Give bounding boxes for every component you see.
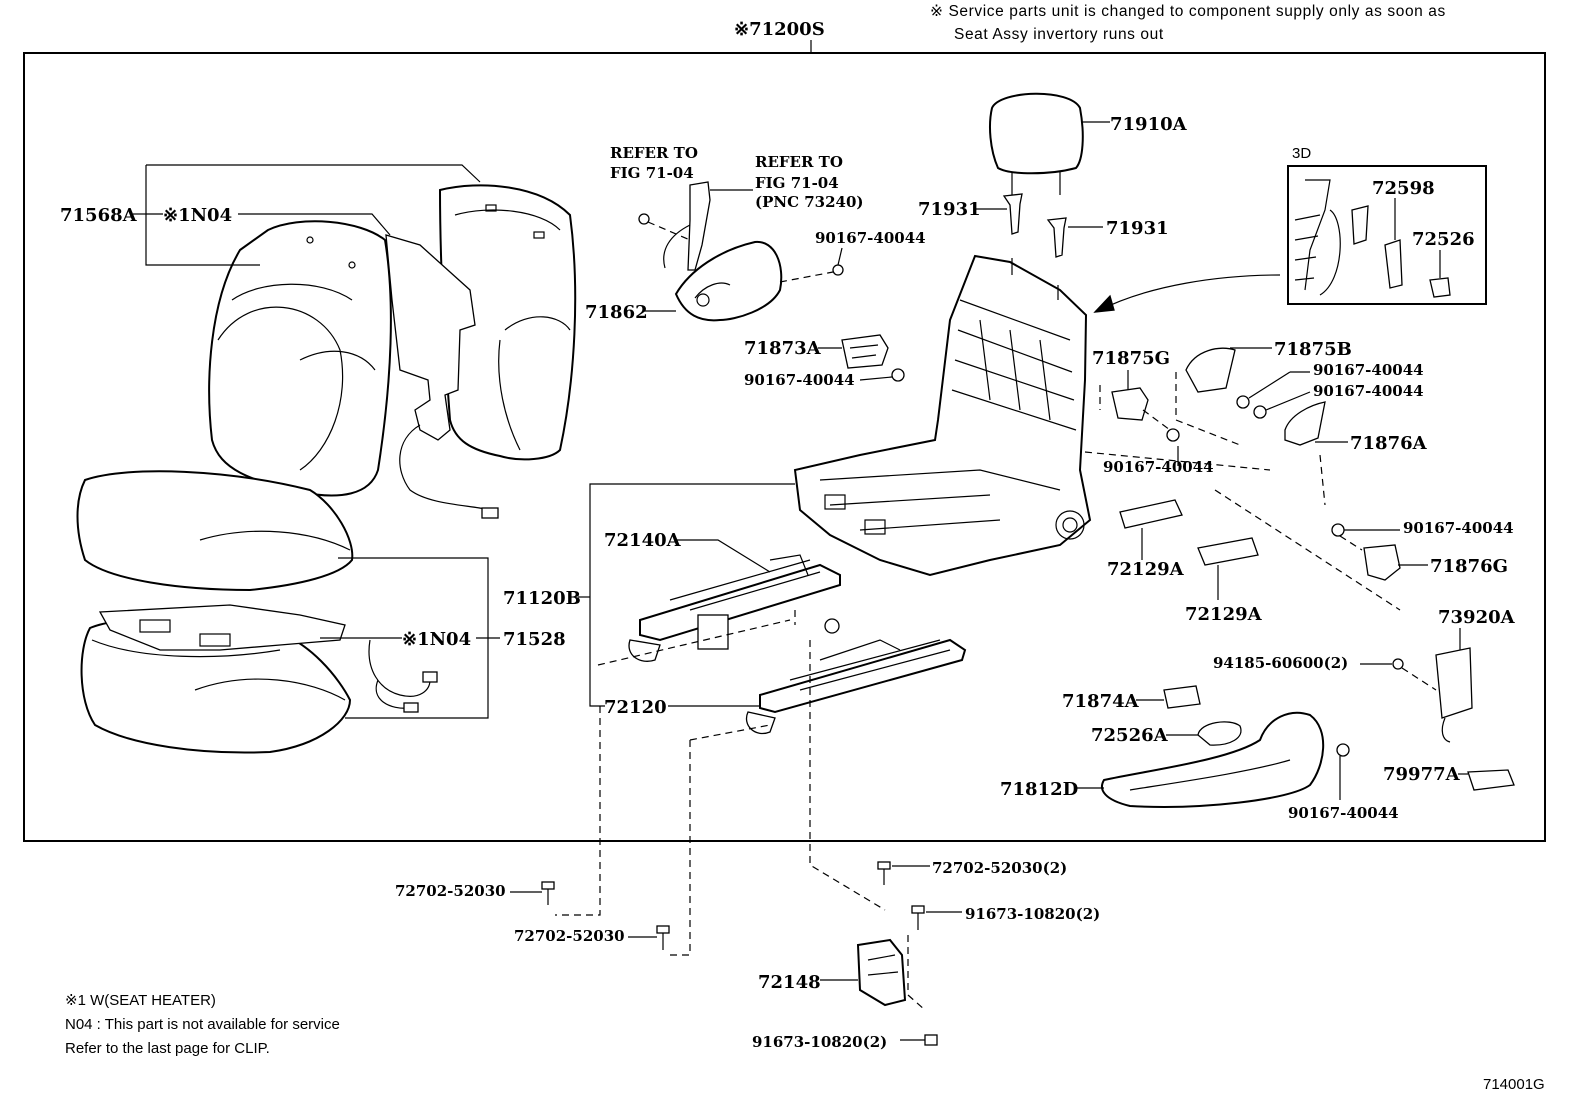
- service-note-line-1: ※ Service parts unit is changed to compo…: [930, 3, 1446, 20]
- cushion-heater-drawing: [98, 604, 438, 713]
- part-94185-60600: 94185-60600(2): [1213, 654, 1348, 672]
- seatback-cover-drawing: [208, 184, 577, 497]
- part-71931-a: 71931: [918, 199, 981, 220]
- part-71120B: 71120B: [503, 588, 581, 609]
- part-71528: 71528: [503, 629, 566, 650]
- part-71875G: 71875G: [1092, 348, 1170, 369]
- heater-note-n04-b: ※1N04: [402, 629, 471, 650]
- bolt-72702-b: [541, 881, 555, 905]
- part-72148: 72148: [758, 972, 821, 993]
- service-note-line-2: Seat Assy invertory runs out: [954, 26, 1164, 43]
- assembly-title: ※71200S: [734, 19, 825, 40]
- part-71876G: 71876G: [1430, 556, 1508, 577]
- bracket-71873A-drawing: [841, 334, 889, 369]
- part-90167-40044-e: 90167-40044: [1103, 458, 1214, 476]
- cover-72129A-a-drawing: [1119, 499, 1183, 529]
- label-79977A-drawing: [1467, 769, 1515, 791]
- seatbelt-buckle-drawing: [638, 181, 711, 271]
- part-90167-40044-g: 90167-40044: [1288, 804, 1399, 822]
- footnote-line-1: ※1 W(SEAT HEATER): [65, 992, 216, 1009]
- part-71862: 71862: [585, 302, 648, 323]
- part-90167-40044-c: 90167-40044: [1313, 361, 1424, 379]
- part-72702-52030-c: 72702-52030: [514, 927, 625, 945]
- bolt-91673-b: [924, 1034, 938, 1046]
- refer-b-line-2: FIG 71-04: [755, 174, 839, 192]
- shield-71876A-drawing: [1284, 401, 1326, 446]
- seat-frame-drawing: [793, 254, 1092, 577]
- part-72526A: 72526A: [1091, 725, 1169, 746]
- bolt-91673-a: [911, 905, 925, 930]
- part-71568A: 71568A: [60, 205, 138, 226]
- refer-a-line-1: REFER TO: [610, 144, 698, 162]
- footnote-line-3: Refer to the last page for CLIP.: [65, 1040, 270, 1057]
- part-91673-10820-b: 91673-10820(2): [752, 1033, 887, 1051]
- shield-71875G-drawing: [1111, 387, 1149, 421]
- armrest-71812D-drawing: [1101, 711, 1325, 808]
- headrest-support-a: [1002, 193, 1023, 235]
- heater-note-n04-a: ※1N04: [163, 205, 232, 226]
- seatback-heater-drawing: [385, 234, 499, 519]
- cover-72129A-b-drawing: [1197, 537, 1259, 566]
- part-71910A: 71910A: [1110, 114, 1188, 135]
- shield-71876G-drawing: [1363, 544, 1401, 581]
- inset-3d-drawing: [1294, 179, 1451, 298]
- part-90167-40044-d: 90167-40044: [1313, 382, 1424, 400]
- seat-track-72120-drawing: [745, 618, 967, 735]
- armrest-bracket-73920A-drawing: [1435, 647, 1473, 743]
- part-71874A: 71874A: [1062, 691, 1140, 712]
- refer-b-line-3: (PNC 73240): [755, 193, 864, 211]
- part-71875B: 71875B: [1274, 339, 1352, 360]
- assembly-frame: [23, 52, 1546, 842]
- part-71812D: 71812D: [1000, 779, 1078, 800]
- part-72526: 72526: [1412, 229, 1475, 250]
- part-73920A: 73920A: [1438, 607, 1516, 628]
- headrest-drawing: [989, 92, 1084, 195]
- part-72129A-b: 72129A: [1185, 604, 1263, 625]
- clip-71874A-drawing: [1163, 685, 1201, 709]
- part-72129A-a: 72129A: [1107, 559, 1185, 580]
- part-91673-10820-a: 91673-10820(2): [965, 905, 1100, 923]
- seat-cushion-drawing: [76, 470, 354, 754]
- figure-id: 714001G: [1483, 1076, 1545, 1093]
- inset-label-3d: 3D: [1292, 145, 1311, 162]
- part-90167-40044-f: 90167-40044: [1403, 519, 1514, 537]
- part-72598: 72598: [1372, 178, 1435, 199]
- part-71876A: 71876A: [1350, 433, 1428, 454]
- part-72702-52030-b: 72702-52030: [395, 882, 506, 900]
- shield-71875B-drawing: [1185, 347, 1236, 393]
- bolt-72702-c: [656, 925, 670, 950]
- refer-b-line-1: REFER TO: [755, 153, 843, 171]
- part-72140A: 72140A: [604, 530, 682, 551]
- part-79977A: 79977A: [1383, 764, 1461, 785]
- bolt-72702-a: [877, 861, 891, 885]
- headrest-support-b: [1046, 217, 1067, 258]
- seat-track-72140A-drawing: [628, 554, 841, 662]
- part-90167-40044-a: 90167-40044: [815, 229, 926, 247]
- footnote-line-2: N04 : This part is not available for ser…: [65, 1016, 340, 1033]
- recliner-cover-drawing: [674, 240, 783, 322]
- part-90167-40044-b: 90167-40044: [744, 371, 855, 389]
- cover-72526A-drawing: [1197, 721, 1242, 746]
- part-72702-52030-a: 72702-52030(2): [932, 859, 1067, 877]
- bracket-72148-drawing: [856, 938, 907, 1007]
- part-72120: 72120: [604, 697, 667, 718]
- part-71873A: 71873A: [744, 338, 822, 359]
- part-71931-b: 71931: [1106, 218, 1169, 239]
- refer-a-line-2: FIG 71-04: [610, 164, 694, 182]
- inset-3d-frame: [1287, 165, 1487, 305]
